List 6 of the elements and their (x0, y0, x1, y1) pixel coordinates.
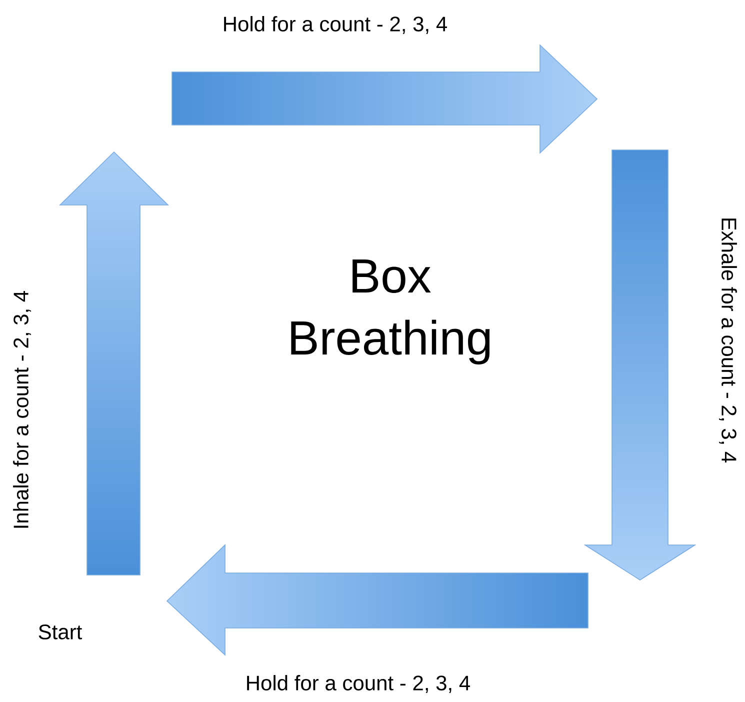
title: Box Breathing (291, 260, 490, 364)
step-label: Exhale for a count - 2, 3, 4 (719, 218, 737, 462)
step-label: Inhale for a count - 2, 3, 4 (13, 291, 31, 528)
step-label: Hold for a count - 2, 3, 4 (224, 16, 447, 34)
step-label: Start (38, 624, 82, 640)
step-label: Hold for a count - 2, 3, 4 (247, 675, 470, 693)
